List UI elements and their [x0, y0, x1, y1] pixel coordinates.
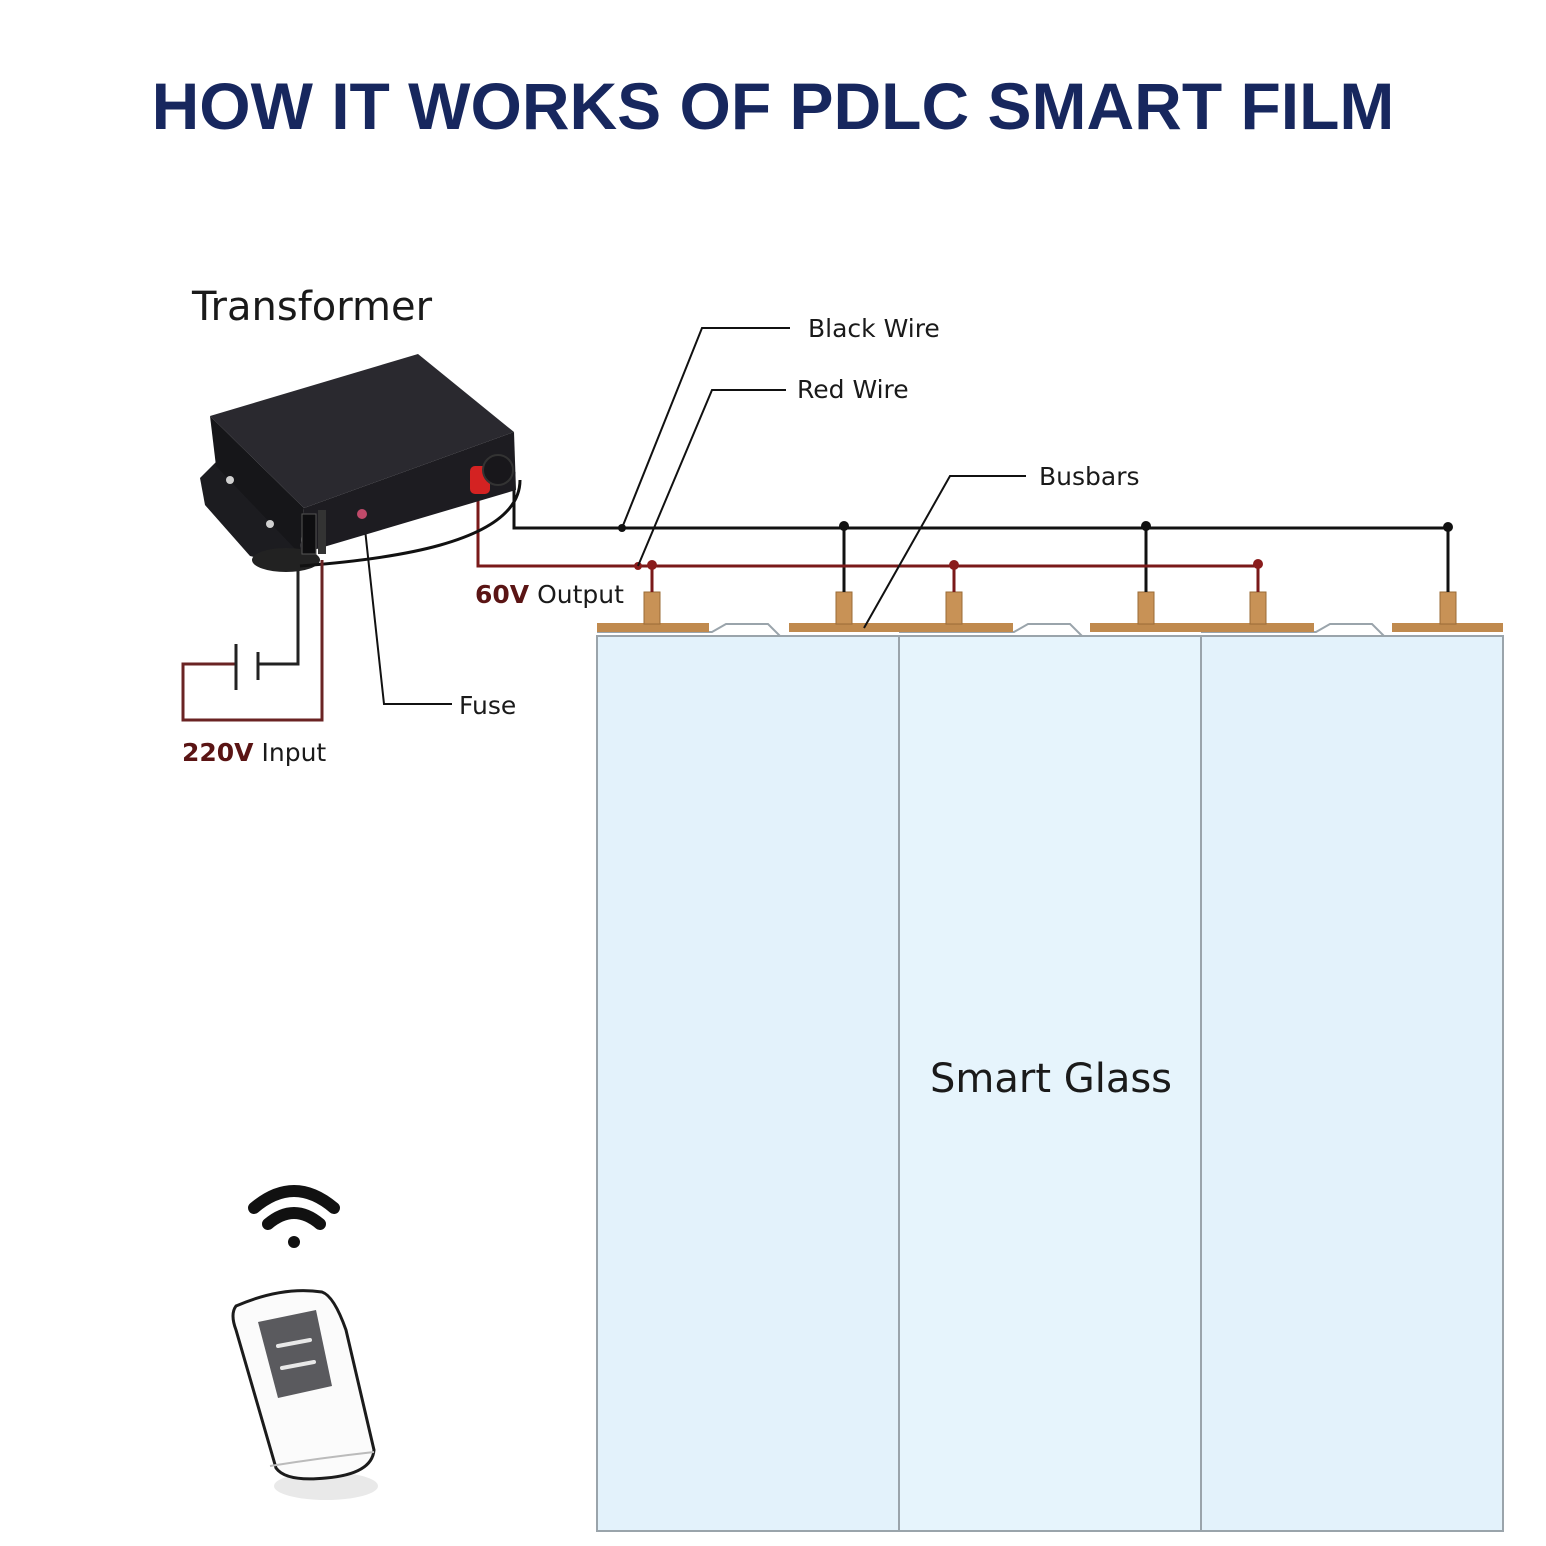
red-wire-nodes: [634, 559, 1263, 570]
busbar-tabs: [643, 591, 1457, 625]
busbar-tab: [1249, 591, 1267, 625]
glass-panel-2: [898, 635, 1202, 1532]
busbar-4: [1392, 623, 1503, 632]
busbar-2: [789, 623, 1013, 632]
red-wire: [476, 494, 1260, 592]
busbar-tab: [835, 591, 853, 625]
wifi-signal-icon: [248, 1185, 340, 1248]
input-label: 220V Input: [182, 738, 326, 767]
leader-lines: [363, 327, 1026, 705]
input-circuit: [181, 560, 324, 722]
glass-panel-3: [1200, 635, 1504, 1532]
glass-panel-1: [596, 635, 900, 1532]
page-title: HOW IT WORKS OF PDLC SMART FILM: [151, 69, 1395, 143]
red-wire-leader: [637, 389, 786, 567]
busbar-3: [1090, 623, 1314, 632]
black-wire: [512, 472, 1450, 592]
red-wire-label: Red Wire: [797, 375, 909, 404]
busbars-label: Busbars: [1039, 462, 1140, 491]
fuse-leader: [363, 519, 452, 705]
transformer-box-icon: [200, 354, 522, 572]
transformer-label: Transformer: [192, 284, 433, 330]
busbars-leader: [863, 475, 1026, 629]
busbars: [597, 623, 1503, 632]
busbar-tab: [1137, 591, 1155, 625]
busbar-1: [597, 623, 709, 632]
smart-glass-label: Smart Glass: [930, 1056, 1173, 1102]
busbar-tab: [945, 591, 963, 625]
output-voltage: 60V: [475, 580, 530, 609]
input-voltage: 220V: [182, 738, 254, 767]
black-wire-nodes: [618, 521, 1453, 532]
black-wire-label: Black Wire: [808, 314, 940, 343]
busbar-tab: [643, 591, 661, 625]
output-label: 60V Output: [475, 580, 624, 609]
black-wire-leader: [621, 327, 790, 529]
fuse-label: Fuse: [459, 691, 517, 720]
smart-glass-panels: [596, 635, 1504, 1532]
input-text: Input: [261, 738, 327, 767]
remote-control-icon: [231, 1289, 378, 1500]
busbar-tab: [1439, 591, 1457, 625]
output-text: Output: [537, 580, 624, 609]
